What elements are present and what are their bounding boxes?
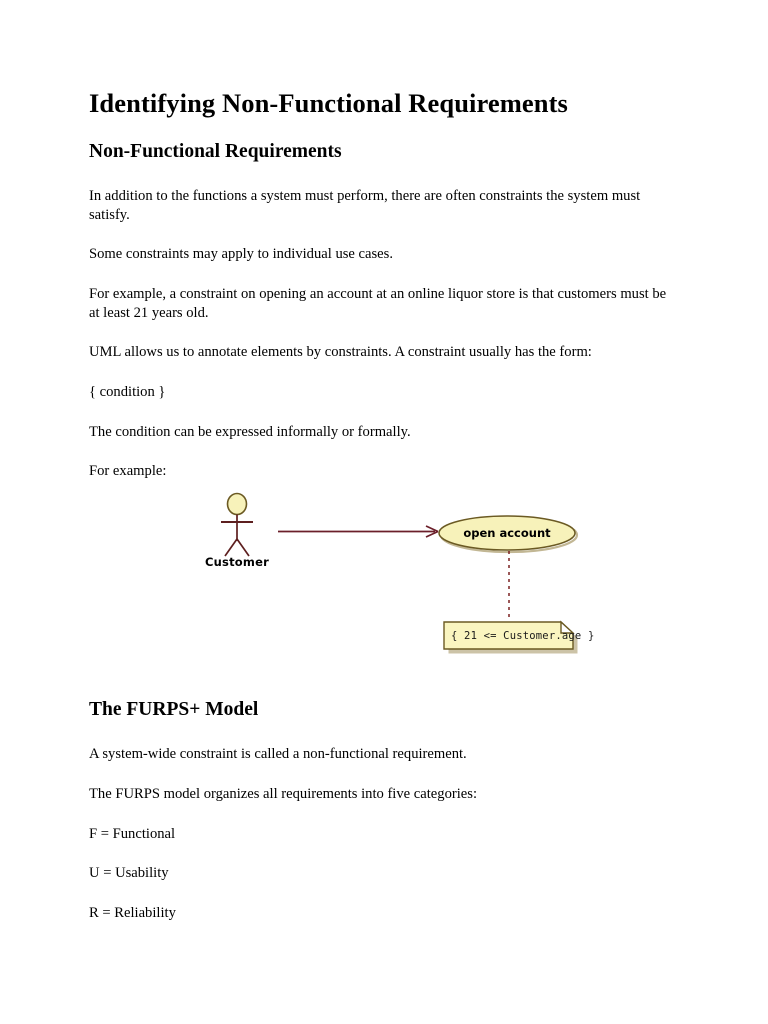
paragraph: Some constraints may apply to individual…: [89, 246, 393, 263]
furps-item-usability: U = Usability: [89, 865, 169, 882]
constraint-form-text: { condition }: [89, 383, 166, 400]
actor-customer: [221, 492, 253, 557]
actor-label: Customer: [205, 555, 269, 569]
paragraph: A system-wide constraint is called a non…: [89, 746, 467, 763]
furps-item-reliability: R = Reliability: [89, 904, 176, 921]
paragraph: For example, a constraint on opening an …: [89, 285, 667, 321]
section-heading-non-functional-requirements: Non-Functional Requirements: [89, 141, 342, 163]
paragraph: For example:: [89, 463, 167, 480]
association-line: [278, 525, 439, 538]
paragraph: In addition to the functions a system mu…: [89, 187, 641, 223]
constraint-note: { 21 <= Customer.age }: [443, 620, 594, 654]
stick-figure-actor-icon: [226, 492, 248, 516]
furps-item-functional: F = Functional: [89, 825, 176, 842]
use-case-open-account: [438, 515, 576, 551]
constraint-note-text: { 21 <= Customer.age }: [451, 630, 594, 642]
page-title: Identifying Non-Functional Requirements: [89, 88, 568, 118]
use-case-label: open account: [463, 526, 551, 540]
uml-use-case-diagram: Customer open account: [195, 484, 595, 664]
document-content: Identifying Non-Functional Requirements …: [89, 88, 679, 944]
paragraph: The condition can be expressed informall…: [89, 423, 411, 440]
paragraph: UML allows us to annotate elements by co…: [89, 344, 592, 361]
section-heading-furps-model: The FURPS+ Model: [89, 698, 259, 720]
paragraph: The FURPS model organizes all requiremen…: [89, 785, 477, 802]
